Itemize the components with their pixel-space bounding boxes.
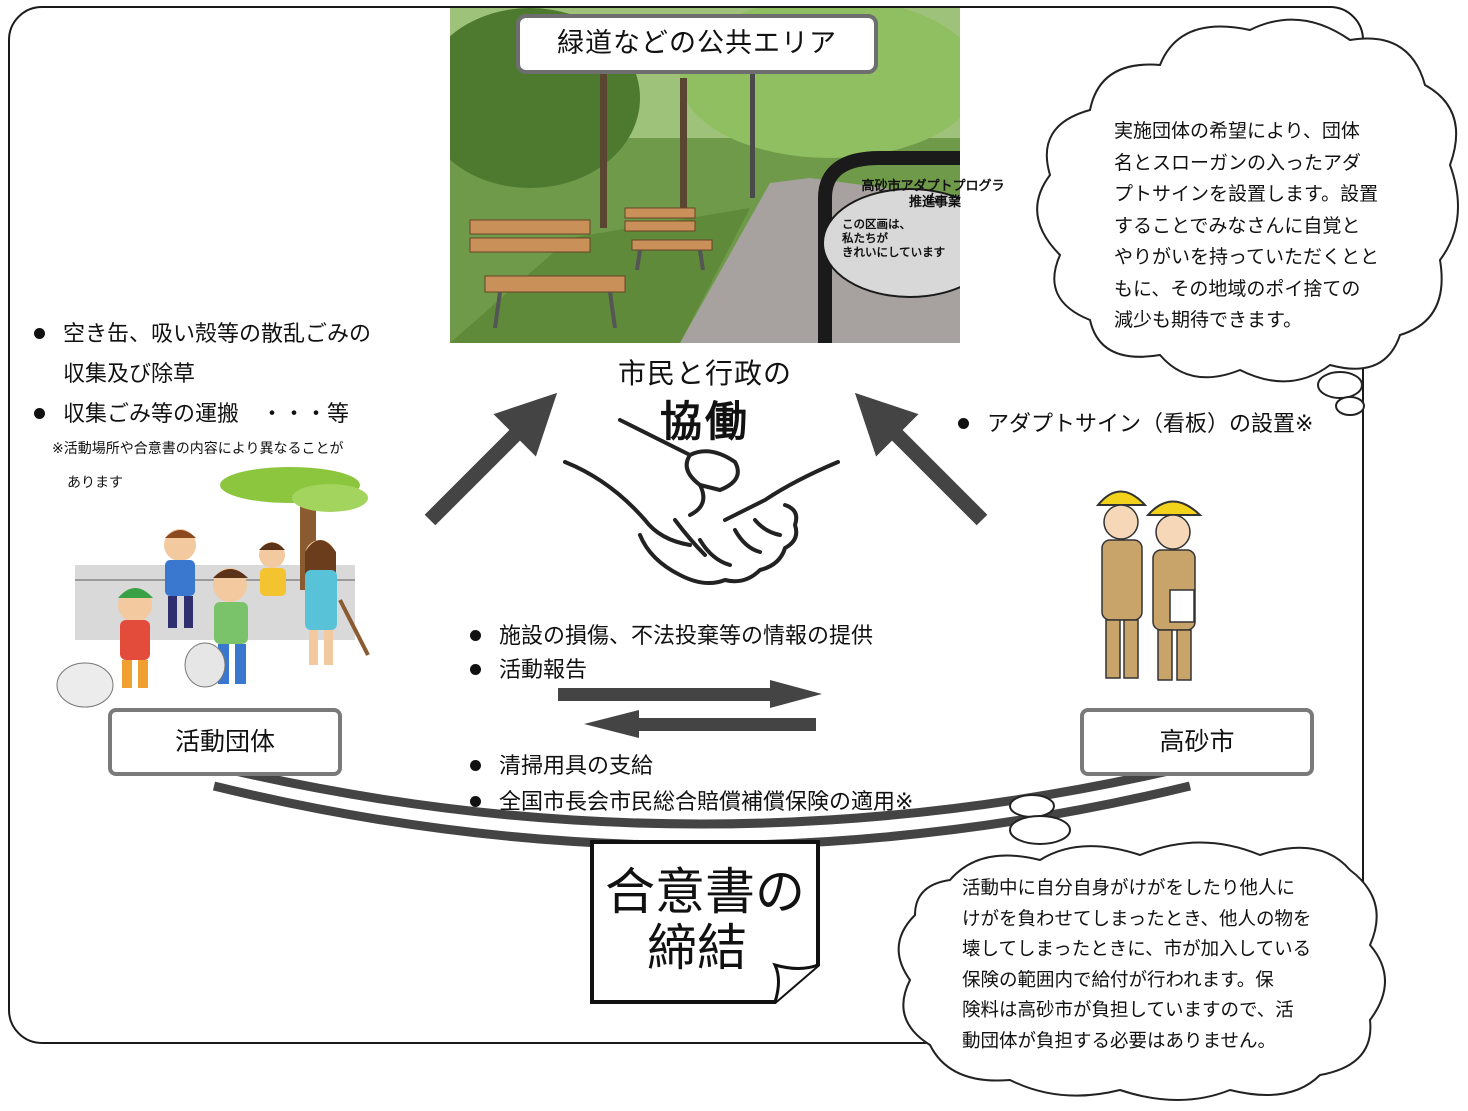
bullet-dot bbox=[34, 327, 45, 339]
cloud-bottom-shape bbox=[897, 794, 1386, 1101]
bullet-dot bbox=[470, 629, 481, 641]
cloud-bottom-line: けがを負わせてしまったとき、他人の物を bbox=[962, 908, 1312, 930]
park-photo-drawing bbox=[450, 8, 960, 343]
cloud-top-line: 名とスローガンの入ったアダ bbox=[1114, 151, 1362, 174]
bullet-dot bbox=[34, 407, 45, 419]
to-group-item-2-text: 全国市長会市民総合賠償補償保険の適用※ bbox=[499, 790, 914, 815]
cloud-bottom-text: 活動中に自分自身がけがをしたり他人に けがを負わせてしまったとき、他人の物を 壊… bbox=[962, 874, 1372, 1057]
arrow-city-to-center bbox=[854, 392, 988, 526]
cloud-bottom-line: 動団体が負担する必要はありません。 bbox=[962, 1030, 1276, 1052]
cloud-bottom-line: 険料は高砂市が負担していますので、活 bbox=[962, 1000, 1294, 1021]
volunteers-illustration bbox=[56, 467, 370, 708]
group-box: 活動団体 bbox=[108, 708, 342, 776]
collaboration-title: 協働 bbox=[659, 397, 750, 446]
agreement-line-1: 合意書の bbox=[605, 863, 805, 921]
cloud-top-line: やりがいを持っていただくとと bbox=[1114, 246, 1380, 268]
cloud-bottom-line: 活動中に自分自身がけがをしたり他人に bbox=[962, 878, 1296, 899]
sign-body-line-3: きれいにしています bbox=[842, 245, 946, 259]
cloud-top-line: もに、その地域のポイ捨ての bbox=[1114, 277, 1361, 300]
cloud-top-line: することでみなさんに自覚と bbox=[1114, 214, 1361, 237]
cloud-bottom-line: 保険の範囲内で給付が行われます。保 bbox=[962, 969, 1274, 991]
bullet-dot bbox=[958, 417, 969, 429]
cloud-top-line: 実施団体の希望により、団体 bbox=[1114, 120, 1360, 142]
arrow-group-to-center bbox=[424, 392, 558, 526]
to-city-item-2-text: 活動報告 bbox=[499, 658, 588, 683]
exchange-arrows bbox=[558, 680, 822, 738]
to-group-item-1-text: 清掃用具の支給 bbox=[499, 754, 654, 779]
cloud-top-text: 実施団体の希望により、団体 名とスローガンの入ったアダ プトサインを設置します。… bbox=[1114, 116, 1414, 337]
outer-frame bbox=[8, 6, 1364, 1044]
cloud-bottom-line: 壊してしまったときに、市が加入している bbox=[962, 939, 1312, 960]
city-staff-illustration bbox=[1095, 490, 1203, 681]
sign-arc-text: 高砂市アダプトプログラム bbox=[861, 179, 1005, 207]
sign-body-line-1: この区画は、 bbox=[842, 217, 911, 231]
left-bullet-2: 収集ごみ等の運搬 ・・・等 bbox=[34, 400, 349, 430]
to-city-item-2: 活動報告 bbox=[470, 656, 587, 686]
bullet-dot bbox=[470, 663, 481, 675]
left-note-line-1: ※活動場所や合意書の内容により異なることが bbox=[52, 441, 344, 457]
bullet-dot bbox=[470, 759, 481, 771]
bullet-dot bbox=[470, 795, 481, 807]
collaboration-subtitle: 市民と行政の bbox=[617, 357, 792, 390]
cloud-top-line: プトサインを設置します。設置 bbox=[1114, 183, 1379, 205]
agreement-line-2: 締結 bbox=[647, 919, 747, 977]
left-bullet-2-text: 収集ごみ等の運搬 ・・・等 bbox=[63, 402, 350, 427]
sign-sub-text: 推進事業 bbox=[908, 195, 961, 210]
left-note-line-2: あります bbox=[67, 475, 123, 491]
right-bullet: アダプトサイン（看板）の設置※ bbox=[958, 410, 1313, 440]
city-box: 高砂市 bbox=[1080, 708, 1314, 776]
agreement-document bbox=[590, 840, 820, 1004]
left-bullet-1-text: 空き缶、吸い殻等の散乱ごみの bbox=[63, 322, 372, 347]
photo-title: 緑道などの公共エリア bbox=[516, 14, 878, 74]
cloud-top-shape bbox=[1036, 18, 1459, 416]
to-group-item-1: 清掃用具の支給 bbox=[470, 752, 653, 782]
handshake-icon bbox=[563, 418, 840, 586]
right-bullet-text: アダプトサイン（看板）の設置※ bbox=[987, 412, 1314, 437]
to-city-item-1-text: 施設の損傷、不法投棄等の情報の提供 bbox=[499, 624, 874, 649]
to-group-item-2: 全国市長会市民総合賠償補償保険の適用※ bbox=[470, 788, 913, 818]
sign-body-line-2: 私たちが bbox=[842, 231, 888, 245]
park-photo bbox=[450, 8, 960, 343]
cloud-top-line: 減少も期待できます。 bbox=[1114, 309, 1303, 331]
left-bullet-1-cont: 収集及び除草 bbox=[63, 362, 196, 387]
to-city-item-1: 施設の損傷、不法投棄等の情報の提供 bbox=[470, 622, 873, 652]
left-bullet-1: 空き缶、吸い殻等の散乱ごみの bbox=[34, 320, 371, 350]
